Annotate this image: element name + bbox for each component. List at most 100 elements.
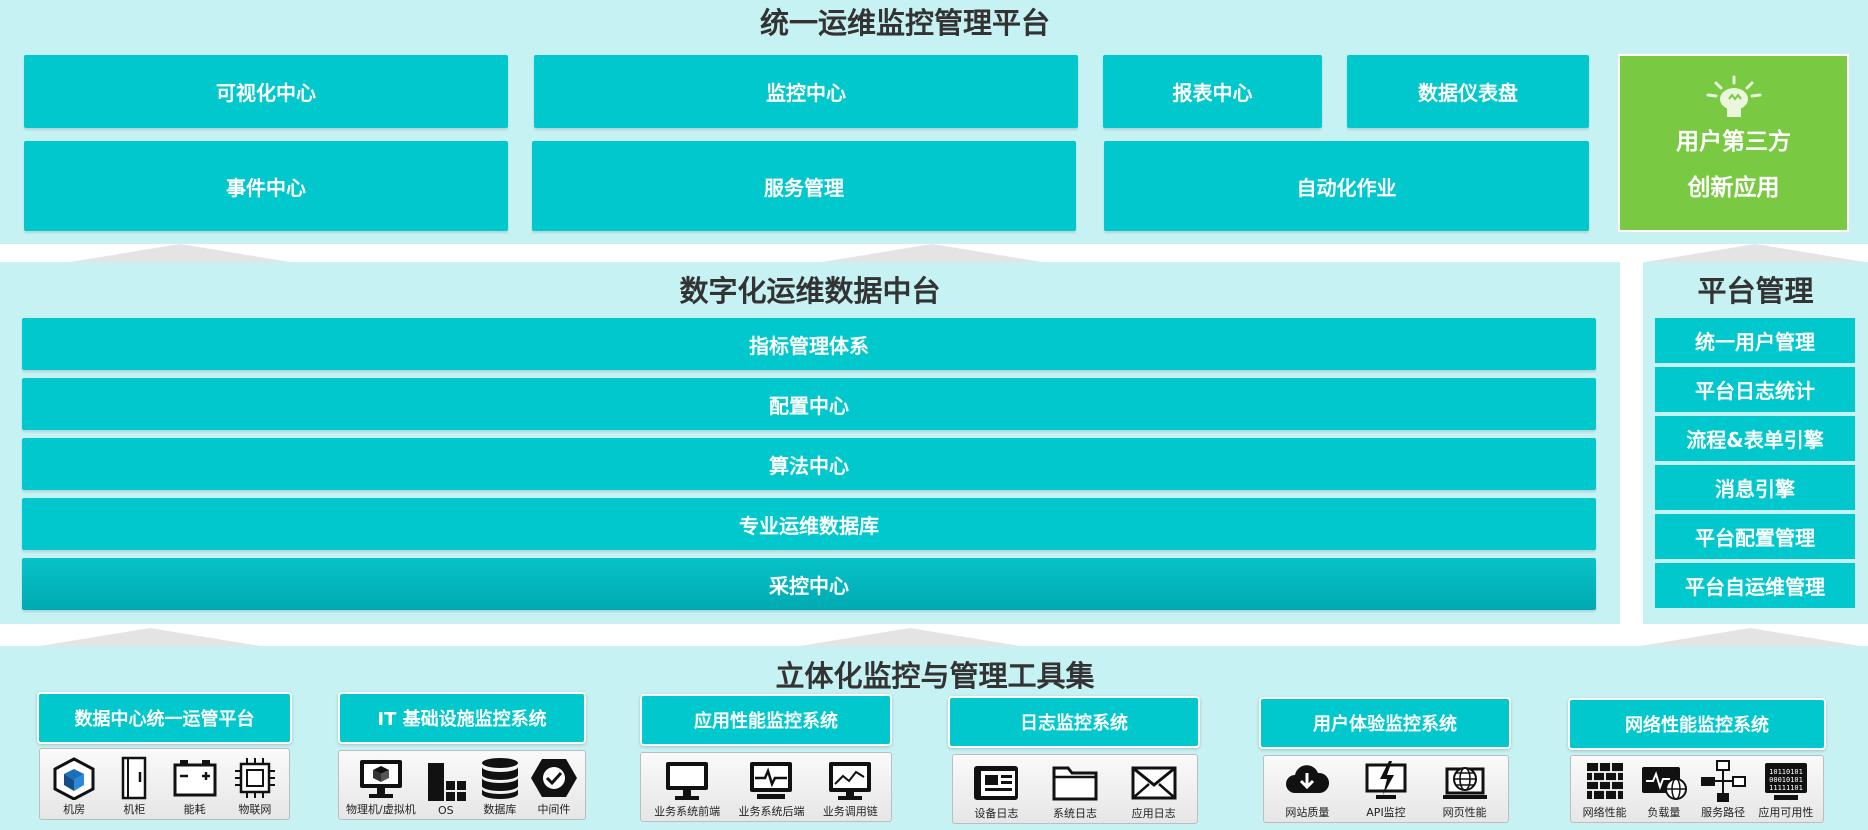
cabinet-label: 机柜	[123, 803, 146, 816]
envelope-item[interactable]: 应用日志	[1130, 760, 1178, 821]
windows-icon	[427, 763, 466, 801]
tile-monitoring[interactable]: 监控中心	[534, 55, 1078, 128]
platform-item-user-management[interactable]: 统一用户管理	[1655, 318, 1855, 363]
svg-text:11111101: 11111101	[1769, 784, 1803, 792]
innovation-line2: 创新应用	[1687, 175, 1780, 201]
middle-title: 数字化运维数据中台	[679, 274, 941, 308]
battery-label: 能耗	[183, 803, 206, 816]
platform-item-message-engine[interactable]: 消息引擎	[1655, 465, 1855, 510]
connector-arrow	[800, 628, 1020, 646]
load-item[interactable]: 负载量	[1640, 759, 1688, 820]
database-label: 数据库	[483, 803, 517, 816]
middleware-item[interactable]: 中间件	[530, 756, 578, 817]
tile-events[interactable]: 事件中心	[24, 141, 508, 231]
chip-icon	[234, 758, 275, 798]
lightning-monitor-icon	[1365, 761, 1407, 799]
row-collection-center[interactable]: 采控中心	[22, 558, 1596, 610]
innovation-line1: 用户第三方	[1676, 129, 1791, 155]
battery-icon	[173, 760, 217, 797]
connector-arrow	[1645, 244, 1865, 262]
battery-item[interactable]: 能耗	[171, 756, 219, 817]
newspaper-item[interactable]: 设备日志	[972, 760, 1020, 821]
tool-infrastructure-header[interactable]: IT 基础设施监控系统	[338, 692, 586, 744]
server-room-icon	[53, 757, 95, 800]
tool-apm-header[interactable]: 应用性能监控系统	[640, 694, 892, 746]
svg-text:00010101: 00010101	[1769, 776, 1803, 784]
tool-apm-icons: 业务系统前端 业务系统后端 业务调用链	[640, 752, 892, 822]
tool-log-icons: 设备日志 系统日志 应用日志	[952, 754, 1198, 824]
database-icon	[481, 758, 518, 799]
top-title: 统一运维监控管理平台	[759, 6, 1050, 40]
tool-datacenter-header[interactable]: 数据中心统一运管平台	[37, 692, 292, 744]
trend-monitor-icon	[829, 762, 872, 800]
globe-laptop-label: 网页性能	[1442, 806, 1487, 819]
monitor-item[interactable]: 业务系统前端	[654, 758, 720, 819]
folder-item[interactable]: 系统日志	[1051, 760, 1099, 821]
tile-dashboard[interactable]: 数据仪表盘	[1347, 55, 1589, 128]
lightning-monitor-item[interactable]: API监控	[1362, 759, 1410, 820]
load-label: 负载量	[1647, 806, 1681, 819]
tile-visualization[interactable]: 可视化中心	[24, 55, 508, 128]
tool-ux-icons: 网站质量 API监控 网页性能	[1263, 755, 1509, 823]
row-config-center[interactable]: 配置中心	[22, 378, 1596, 430]
server-room-item[interactable]: 机房	[50, 756, 98, 817]
platform-title: 平台管理	[1697, 274, 1814, 308]
cloud-download-icon	[1286, 765, 1330, 793]
tile-automation[interactable]: 自动化作业	[1104, 141, 1589, 231]
tool-infrastructure-icons: 物理机/虚拟机 OS 数据库 中间件	[338, 750, 586, 820]
server-room-label: 机房	[63, 803, 86, 816]
cabinet-item[interactable]: 机柜	[110, 756, 158, 817]
pulse-monitor-item[interactable]: 业务系统后端	[738, 758, 804, 819]
connector-arrow	[1640, 628, 1860, 646]
trend-monitor-label: 业务调用链	[822, 805, 878, 818]
pulse-monitor-icon	[750, 762, 793, 799]
route-item[interactable]: 服务路径	[1699, 759, 1747, 820]
globe-laptop-item[interactable]: 网页性能	[1441, 759, 1489, 820]
svg-text:10110101: 10110101	[1769, 768, 1803, 776]
chip-label: 物联网	[238, 803, 272, 816]
platform-item-log-statistics[interactable]: 平台日志统计	[1655, 367, 1855, 412]
row-metrics-system[interactable]: 指标管理体系	[22, 318, 1596, 370]
firewall-icon	[1586, 763, 1623, 799]
tile-reports[interactable]: 报表中心	[1103, 55, 1322, 128]
bottom-title: 立体化监控与管理工具集	[775, 659, 1095, 693]
tool-ux-header[interactable]: 用户体验监控系统	[1259, 697, 1511, 749]
cloud-download-item[interactable]: 网站质量	[1283, 759, 1331, 820]
tool-network-header[interactable]: 网络性能监控系统	[1568, 698, 1826, 750]
database-item[interactable]: 数据库	[476, 756, 524, 817]
monitor-box-icon	[359, 760, 402, 798]
tool-log-header[interactable]: 日志监控系统	[948, 696, 1200, 748]
firewall-item[interactable]: 网络性能	[1581, 759, 1629, 820]
windows-item[interactable]: OS	[422, 759, 470, 817]
middleware-icon	[530, 759, 577, 797]
globe-laptop-icon	[1442, 767, 1487, 799]
chip-item[interactable]: 物联网	[231, 756, 279, 817]
platform-item-self-ops[interactable]: 平台自运维管理	[1655, 563, 1855, 608]
cabinet-icon	[122, 756, 147, 800]
innovation-app-box[interactable]: 用户第三方 创新应用	[1618, 54, 1849, 232]
connector-arrow	[40, 628, 260, 646]
newspaper-icon	[974, 766, 1019, 800]
platform-item-workflow-engine[interactable]: 流程&表单引擎	[1655, 416, 1855, 461]
tile-service-management[interactable]: 服务管理	[532, 141, 1076, 231]
folder-icon	[1052, 766, 1098, 801]
folder-label: 系统日志	[1052, 807, 1097, 820]
platform-item-config-management[interactable]: 平台配置管理	[1655, 514, 1855, 559]
pulse-monitor-label: 业务系统后端	[738, 805, 805, 818]
row-ops-database[interactable]: 专业运维数据库	[22, 498, 1596, 550]
connector-arrow	[822, 244, 1042, 262]
trend-monitor-item[interactable]: 业务调用链	[823, 758, 878, 819]
firewall-label: 网络性能	[1582, 806, 1627, 819]
binary-monitor-label: 应用可用性	[1758, 806, 1814, 819]
newspaper-label: 设备日志	[974, 807, 1019, 820]
lightning-monitor-label: API监控	[1366, 806, 1406, 819]
row-algorithm-center[interactable]: 算法中心	[22, 438, 1596, 490]
windows-label: OS	[437, 804, 454, 817]
monitor-box-item[interactable]: 物理机/虚拟机	[346, 756, 416, 817]
bottom-band	[0, 646, 1868, 830]
route-label: 服务路径	[1701, 806, 1746, 819]
load-icon	[1641, 767, 1687, 800]
